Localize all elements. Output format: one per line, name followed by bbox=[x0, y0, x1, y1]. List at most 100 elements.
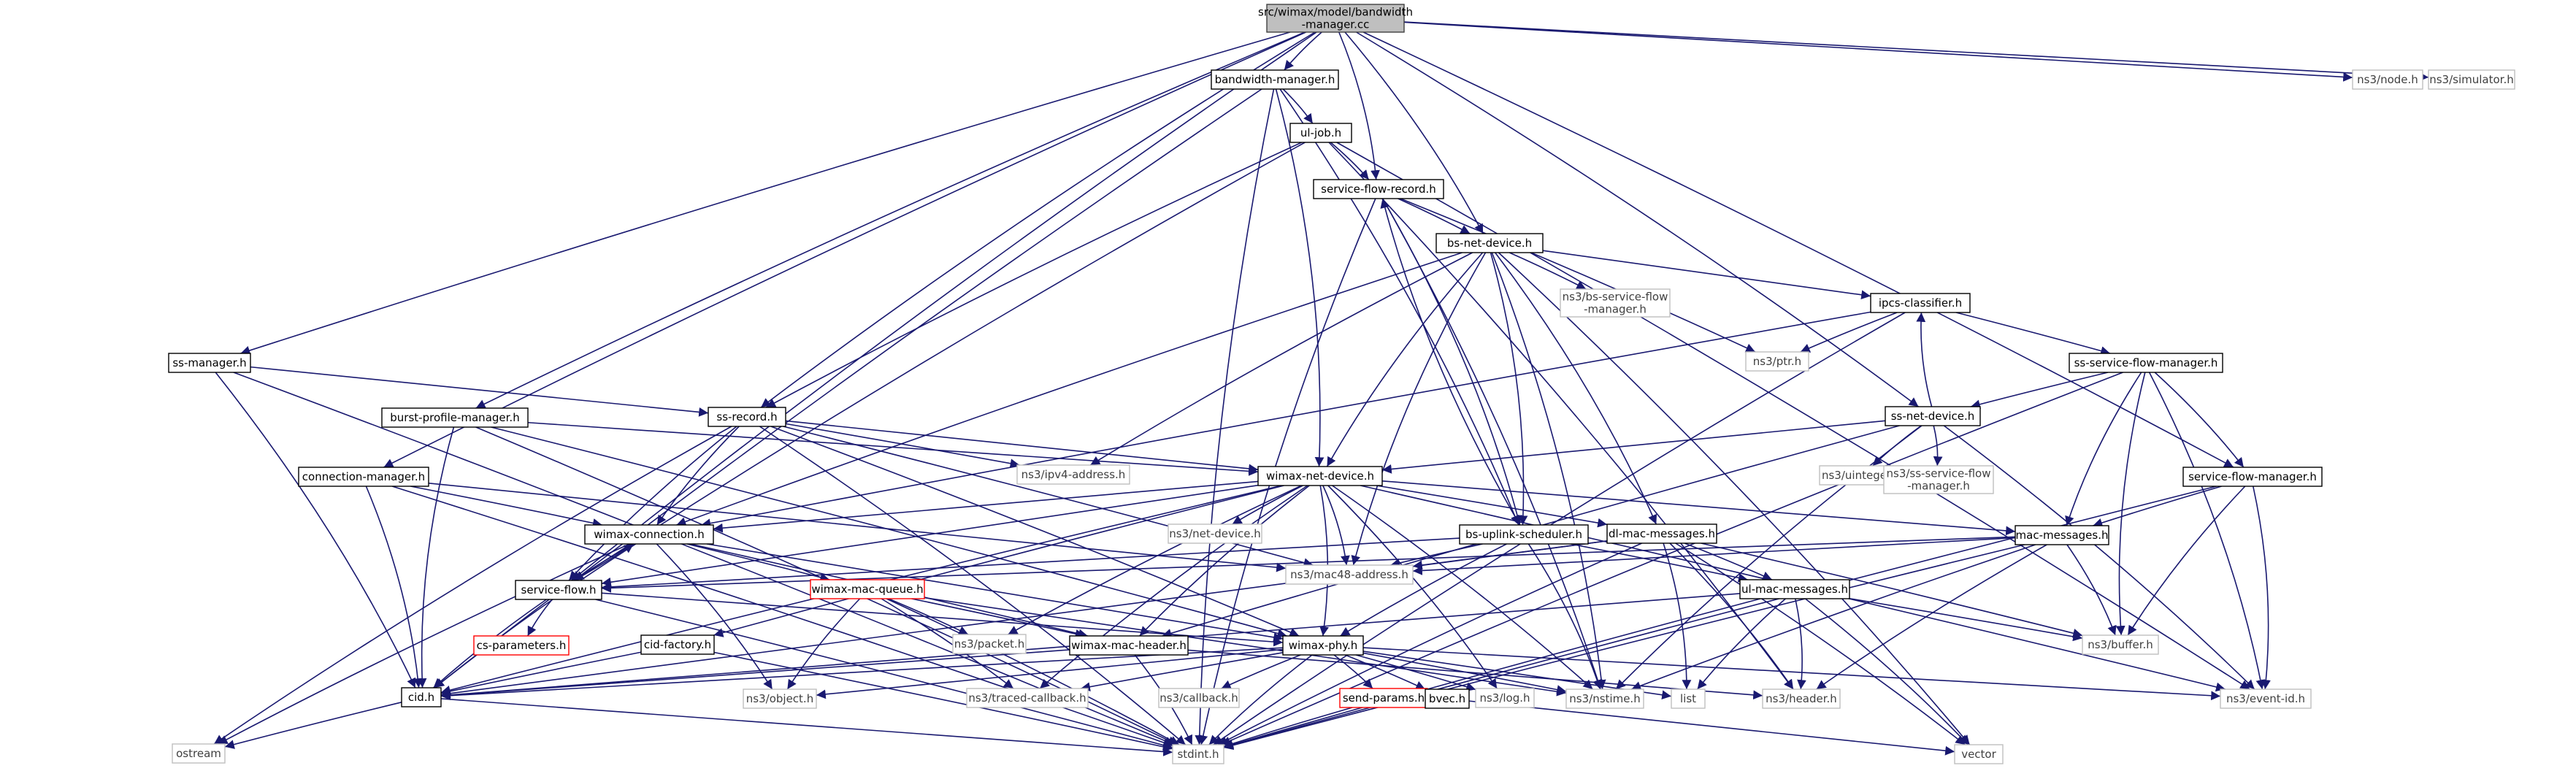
edge-wnd-to-nstime bbox=[1332, 485, 1593, 690]
edge-ssmgr-to-cid bbox=[215, 372, 416, 688]
edge-bsuls-to-mac48 bbox=[1390, 543, 1483, 568]
node-box bbox=[1560, 288, 1671, 318]
node-label: ul-job.h bbox=[1300, 126, 1341, 139]
edge-ssfm-to-sfm bbox=[2154, 372, 2245, 468]
edge-dlmac-to-vector bbox=[1675, 542, 1966, 745]
node-box bbox=[1459, 524, 1589, 545]
node-callback: ns3/callback.h bbox=[1158, 688, 1240, 708]
node-sf[interactable]: service-flow.h bbox=[515, 580, 602, 600]
node-eventid: ns3/event-id.h bbox=[2220, 688, 2312, 709]
node-dlmac[interactable]: dl-mac-messages.h bbox=[1606, 523, 1717, 544]
node-nstime: ns3/nstime.h bbox=[1565, 688, 1644, 709]
node-ssnd[interactable]: ss-net-device.h bbox=[1885, 406, 1981, 426]
node-label: dl-mac-messages.h bbox=[1609, 527, 1715, 540]
node-label: ipcs-classifier.h bbox=[1879, 296, 1962, 310]
edge-wmq-to-wmh bbox=[911, 598, 1085, 639]
node-box bbox=[381, 407, 529, 428]
edge-root-to-node bbox=[1403, 21, 2353, 82]
node-box bbox=[743, 688, 817, 709]
node-label: ns3/ipv4-address.h bbox=[1021, 468, 1126, 481]
node-wnd[interactable]: wimax-net-device.h bbox=[1257, 466, 1383, 486]
node-box bbox=[1257, 466, 1383, 486]
node-label: ns3/header.h bbox=[1766, 692, 1837, 705]
node-wconn[interactable]: wimax-connection.h bbox=[584, 524, 714, 545]
node-box bbox=[515, 580, 602, 600]
edge-ssnd-to-wnd bbox=[1381, 420, 1886, 474]
node-bsnd[interactable]: bs-net-device.h bbox=[1435, 233, 1544, 253]
edge-wconn-to-ostream bbox=[218, 543, 630, 745]
node-label: ns3/callback.h bbox=[1159, 691, 1238, 705]
node-box bbox=[1475, 688, 1535, 708]
edge-root-to-ssmgr bbox=[240, 31, 1291, 356]
node-box bbox=[1158, 688, 1240, 708]
node-sfrec[interactable]: service-flow-record.h bbox=[1313, 179, 1444, 199]
edge-root-to-ssnd bbox=[1356, 31, 1919, 407]
node-bvec[interactable]: bvec.h bbox=[1425, 688, 1470, 709]
edge-bsnd-to-ipv4 bbox=[1089, 252, 1473, 466]
node-box bbox=[1435, 233, 1544, 253]
node-cid[interactable]: cid.h bbox=[401, 687, 442, 707]
edge-ipcs-to-ptr bbox=[1800, 312, 1898, 353]
edge-bsnd-to-nstime bbox=[1491, 252, 1606, 690]
edge-wphy-to-log bbox=[1355, 654, 1476, 691]
node-box bbox=[1954, 744, 2004, 764]
node-wmh[interactable]: wimax-mac-header.h bbox=[1069, 635, 1189, 656]
node-bpm[interactable]: burst-profile-manager.h bbox=[381, 407, 529, 428]
node-label: ns3/nstime.h bbox=[1569, 692, 1640, 705]
node-connmgr[interactable]: connection-manager.h bbox=[298, 467, 429, 487]
node-label: ss-record.h bbox=[716, 410, 777, 423]
node-sfm[interactable]: service-flow-manager.h bbox=[2182, 467, 2323, 487]
node-cidfac[interactable]: cid-factory.h bbox=[640, 634, 715, 655]
node-bwmgr[interactable]: bandwidth-manager.h bbox=[1211, 69, 1339, 90]
node-box bbox=[1739, 579, 1850, 599]
node-label: ns3/packet.h bbox=[954, 637, 1024, 651]
edge-sfm-to-buffer bbox=[2127, 486, 2246, 636]
node-label: cs-parameters.h bbox=[477, 639, 567, 652]
node-label: ss-service-flow-manager.h bbox=[2074, 356, 2218, 369]
node-csparam[interactable]: cs-parameters.h bbox=[473, 635, 570, 656]
node-ssmgr[interactable]: ss-manager.h bbox=[168, 353, 251, 373]
edge-root-to-sfrec bbox=[1338, 31, 1380, 180]
node-label: -manager.cc bbox=[1302, 18, 1370, 31]
node-ssrec[interactable]: ss-record.h bbox=[708, 407, 786, 427]
node-macmsg[interactable]: mac-messages.h bbox=[2015, 525, 2109, 545]
node-box bbox=[1885, 406, 1981, 426]
edge-ssrec-to-mac48 bbox=[783, 426, 1314, 567]
node-box bbox=[1266, 4, 1405, 33]
node-box bbox=[2015, 525, 2109, 545]
node-ipcs[interactable]: ipcs-classifier.h bbox=[1870, 293, 1971, 313]
node-box bbox=[172, 743, 226, 764]
node-box bbox=[2182, 467, 2323, 487]
edge-ulmac-to-buffer bbox=[1849, 597, 2083, 642]
edge-ulmac-to-list bbox=[1697, 598, 1786, 690]
node-root[interactable]: src/wimax/model/bandwidth-manager.cc bbox=[1258, 4, 1413, 33]
edge-macmsg-to-header bbox=[1816, 544, 2047, 690]
node-sendp[interactable]: send-params.h bbox=[1339, 688, 1428, 708]
edge-uljob-to-eventid bbox=[1336, 142, 2250, 690]
edge-bsnd-to-bsuls bbox=[1490, 252, 1528, 526]
edge-ssrec-to-ostream bbox=[213, 426, 732, 745]
node-ulmac[interactable]: ul-mac-messages.h bbox=[1739, 579, 1850, 599]
node-label: service-flow-record.h bbox=[1321, 183, 1436, 196]
edge-sf-to-stdint bbox=[595, 599, 1173, 750]
node-sssfm: ns3/ss-service-flow-manager.h bbox=[1883, 465, 1994, 494]
edge-wmq-to-nstime bbox=[924, 597, 1567, 697]
node-label: ns3/node.h bbox=[2357, 73, 2418, 86]
node-ssfm[interactable]: ss-service-flow-manager.h bbox=[2069, 353, 2223, 373]
edge-wphy-to-sendp bbox=[1333, 654, 1373, 689]
edge-sf-to-wconn bbox=[573, 543, 635, 581]
node-buffer: ns3/buffer.h bbox=[2082, 634, 2159, 655]
node-label: ns3/simulator.h bbox=[2429, 73, 2514, 86]
node-label: list bbox=[1680, 692, 1696, 705]
edge-ulmac-to-stdint bbox=[1223, 598, 1761, 749]
node-wphy[interactable]: wimax-phy.h bbox=[1282, 635, 1364, 656]
node-wmq[interactable]: wimax-mac-queue.h bbox=[810, 579, 925, 599]
node-label: bandwidth-manager.h bbox=[1215, 73, 1335, 86]
edge-wphy-to-bvec bbox=[1344, 654, 1426, 690]
edge-wmh-to-cid bbox=[440, 649, 1070, 700]
node-uljob[interactable]: ul-job.h bbox=[1289, 123, 1352, 143]
node-bsuls[interactable]: bs-uplink-scheduler.h bbox=[1459, 524, 1589, 545]
edge-wnd-to-dlmac bbox=[1376, 485, 1608, 528]
edge-cid-to-stdint bbox=[440, 698, 1173, 756]
edge-bvec-to-vector bbox=[1468, 700, 1955, 756]
